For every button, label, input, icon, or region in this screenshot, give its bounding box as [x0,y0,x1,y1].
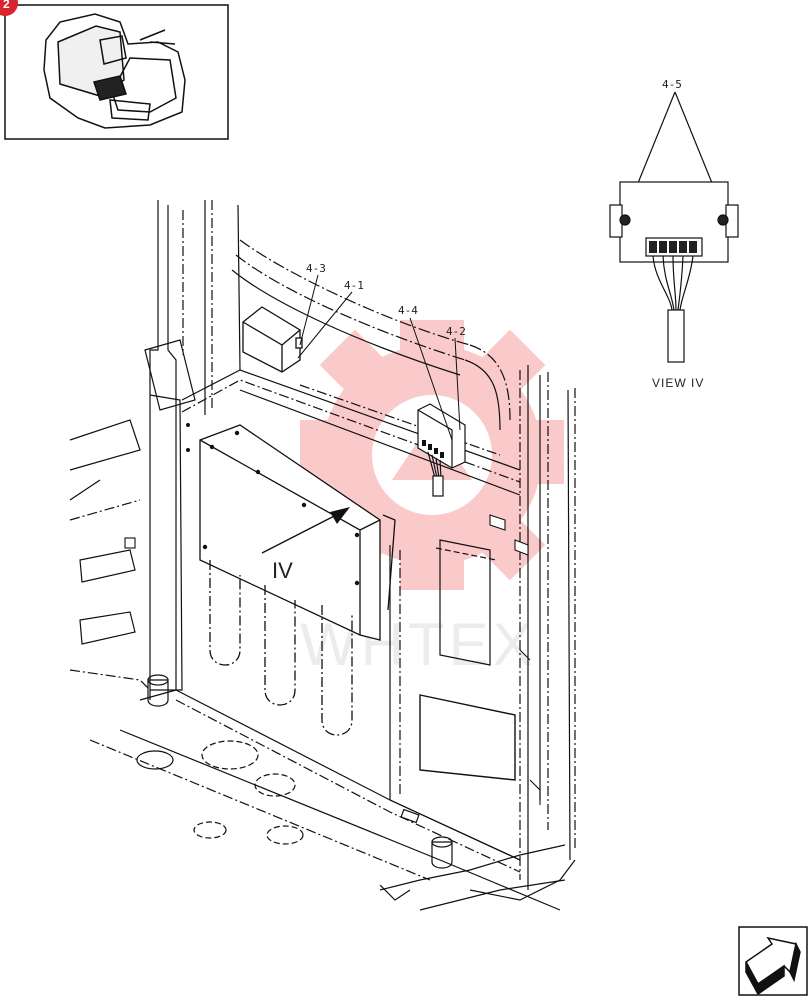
relay-box [242,306,303,373]
callout-4-3: 4-3 [306,262,326,275]
cab-locator-icon [43,13,186,129]
cab-locator-inset: 2 [0,0,229,140]
page-badge [0,0,18,16]
callout-4-4: 4-4 [398,304,418,317]
callout-4-1: 4-1 [344,279,364,292]
view-caption: VIEW IV [652,376,704,390]
controller-unit [186,423,396,736]
next-page-arrow-icon [745,936,801,996]
page-badge-number: 2 [3,0,10,11]
terminal-block [417,403,466,497]
view-iv-detail [609,91,739,363]
callout-4-2: 4-2 [446,325,466,338]
view-marker-label: IV [272,558,293,583]
next-page-button[interactable] [738,926,808,996]
wall-brackets [124,514,541,805]
callout-leaders [297,274,461,441]
cab-interior-drawing [69,200,576,911]
view-direction-marker: IV [261,507,350,583]
callout-4-5: 4-5 [662,78,682,91]
